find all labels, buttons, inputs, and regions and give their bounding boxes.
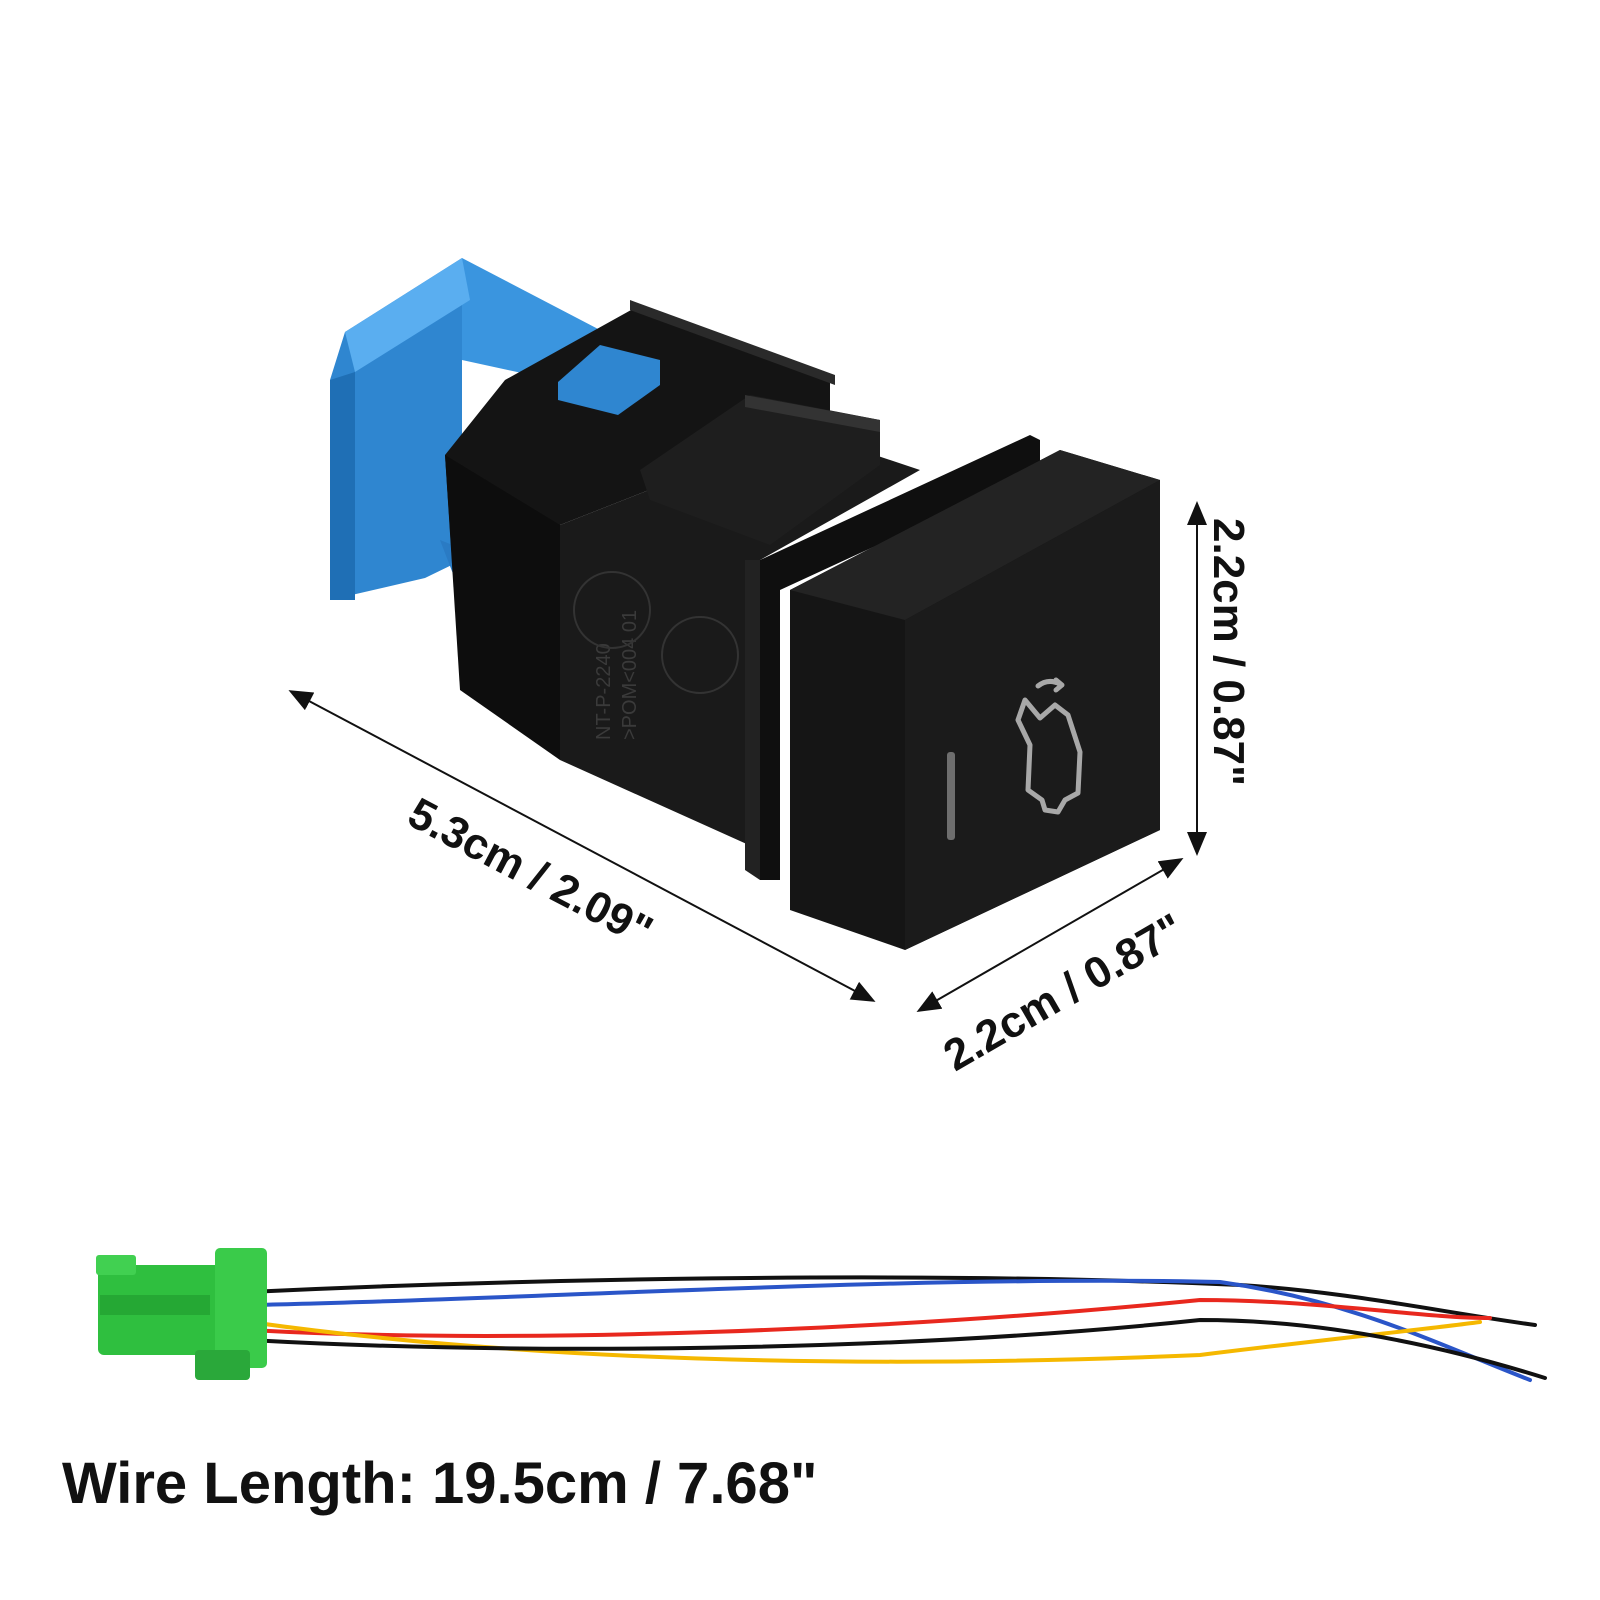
blue-connector: [330, 258, 600, 610]
push-switch: NT-P-2240 >POM<004 01: [330, 258, 1160, 950]
wire-black-lower: [248, 1317, 1547, 1380]
housing-marking-line2: >POM<004 01: [619, 610, 641, 740]
wire-red: [248, 1297, 1492, 1338]
indicator-bar-icon: [947, 752, 955, 840]
height-dimension: 2.2cm / 0.87": [1187, 501, 1253, 856]
green-plug: [96, 1248, 267, 1380]
molded-date-dial: [573, 571, 651, 649]
wire-length-caption: Wire Length: 19.5cm / 7.68": [62, 1451, 818, 1516]
housing-marking-line1: NT-P-2240: [593, 643, 615, 740]
rear-housing: [445, 300, 920, 850]
wire-harness: [96, 1248, 1547, 1382]
length-label: 5.3cm / 2.09": [400, 788, 660, 956]
width-arrow: [916, 858, 1184, 1012]
wires: [248, 1275, 1547, 1382]
trunk-open-icon: [1015, 677, 1083, 815]
switch-cap: [790, 450, 1160, 950]
length-arrow: [288, 690, 876, 1002]
width-label: 2.2cm / 0.87": [936, 904, 1193, 1080]
height-label: 2.2cm / 0.87": [1204, 518, 1253, 786]
